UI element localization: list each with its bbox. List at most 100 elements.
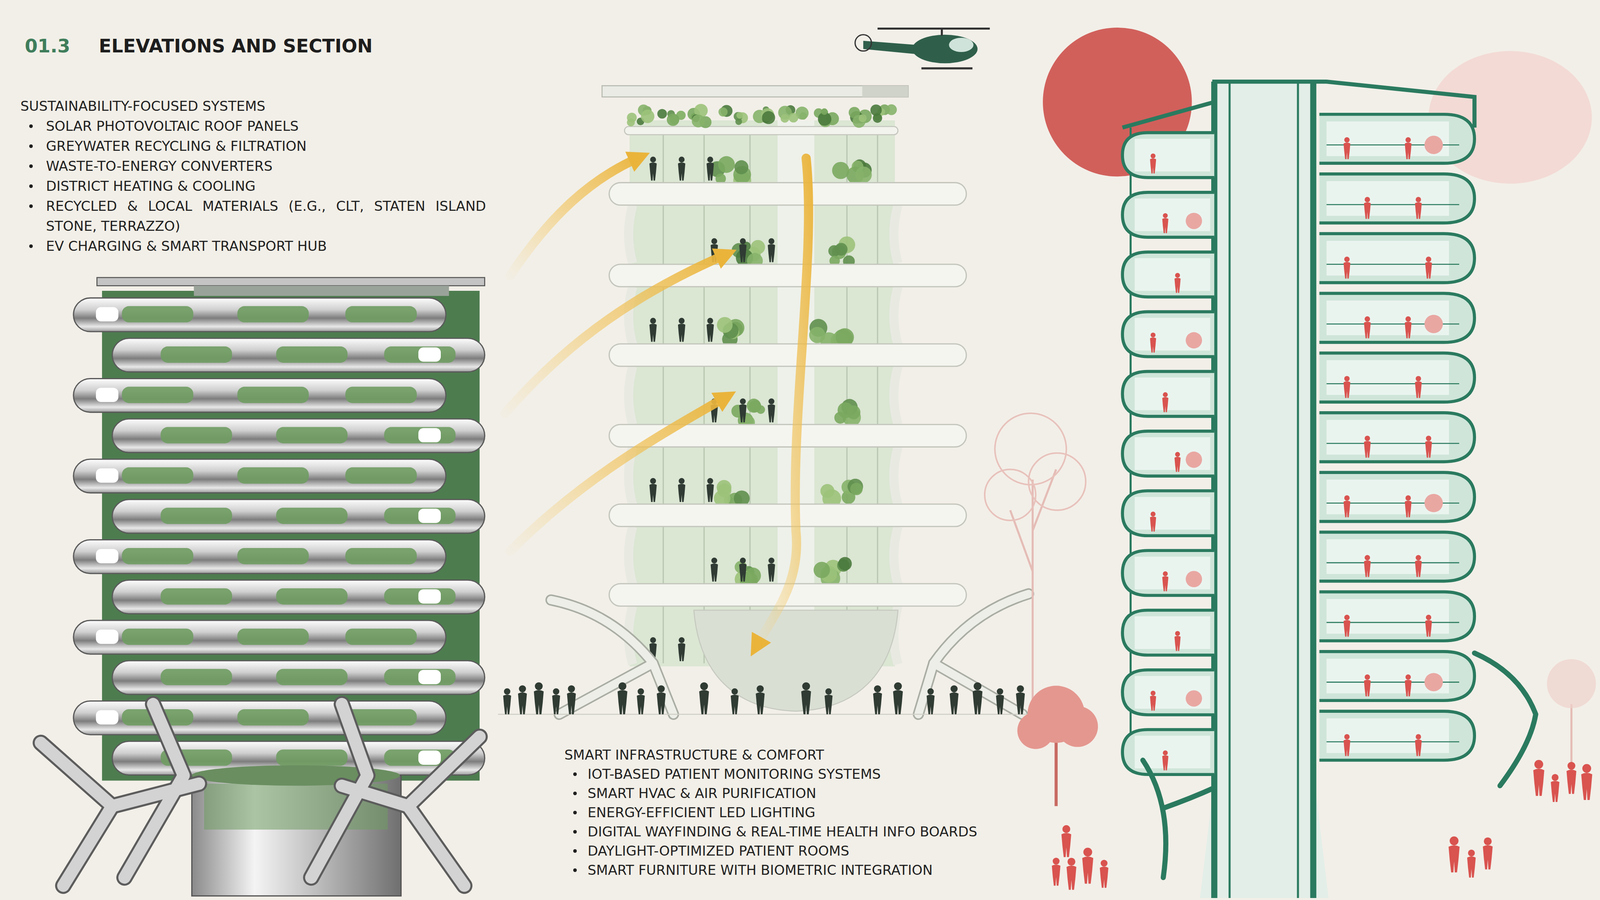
pod-opening	[96, 548, 119, 564]
person-head	[518, 685, 526, 693]
metal-tower-render	[40, 277, 485, 896]
person-body	[552, 694, 560, 715]
person-body	[1404, 321, 1412, 339]
slab-column	[894, 526, 898, 585]
tree-branch	[1031, 479, 1034, 735]
person-body	[1364, 202, 1371, 220]
person-head	[657, 685, 665, 693]
floor-pod	[112, 660, 485, 695]
tree-crown	[1546, 659, 1596, 708]
person-head	[1551, 774, 1559, 781]
person-body	[1414, 202, 1422, 220]
person-body	[534, 690, 544, 714]
foliage	[780, 114, 789, 123]
list-item: SMART HVAC & AIR PURIFICATION	[587, 783, 1028, 803]
foliage	[749, 400, 762, 413]
room	[1134, 377, 1211, 411]
person-body	[1533, 768, 1545, 796]
pink-plant	[1424, 135, 1443, 154]
person-body	[1174, 277, 1181, 293]
person-body	[824, 694, 833, 715]
person-head	[1083, 847, 1092, 857]
foliage	[872, 113, 882, 123]
section-drawing	[498, 28, 1031, 714]
pod-opening	[96, 307, 119, 322]
person-head	[802, 682, 811, 691]
foliage	[858, 114, 867, 122]
person-head	[894, 682, 902, 691]
heli-skid	[921, 67, 973, 70]
person-head	[1405, 674, 1411, 680]
pod-window	[160, 346, 233, 363]
person-body	[1162, 576, 1169, 592]
foliage	[736, 112, 744, 119]
list-item-row: WASTE-TO-ENERGY CONVERTERS	[20, 156, 494, 176]
leg-outline	[112, 783, 200, 806]
person-head	[1364, 316, 1370, 322]
person-head	[1364, 674, 1370, 680]
person-body	[1343, 262, 1351, 279]
person-body	[1150, 695, 1156, 711]
person-body	[926, 694, 935, 715]
person-body	[678, 323, 686, 342]
person-body	[1174, 456, 1181, 472]
person-head	[731, 688, 738, 695]
airflow-arrow	[505, 255, 725, 414]
heli-tail-rotor	[855, 34, 872, 52]
pod-window	[160, 588, 233, 605]
balcony-pod	[1122, 610, 1215, 656]
person-body	[739, 563, 747, 582]
person-head	[1016, 685, 1024, 693]
foliage	[813, 561, 830, 578]
pod-opening	[96, 387, 119, 402]
person-body	[1162, 755, 1169, 771]
person-head	[825, 688, 832, 695]
person-body	[1082, 856, 1094, 884]
person-head	[1150, 332, 1156, 338]
railing	[1326, 562, 1460, 564]
core-pillar	[1228, 81, 1231, 898]
person-body	[1066, 865, 1076, 890]
person-head	[1162, 750, 1168, 756]
tree-crown	[994, 413, 1067, 485]
room	[1134, 198, 1211, 232]
axonometric-view	[984, 27, 1596, 898]
pod-window	[276, 427, 348, 444]
pod-window	[276, 588, 348, 605]
person-head	[1468, 849, 1475, 857]
person-head	[1150, 153, 1156, 159]
pod-opening	[418, 750, 441, 765]
balcony-pod	[1319, 592, 1475, 641]
person-body	[1343, 500, 1351, 518]
foliage	[734, 160, 749, 175]
pod-window	[122, 628, 194, 645]
person-body	[649, 484, 657, 502]
person-body	[1343, 381, 1351, 398]
foliage	[691, 114, 705, 128]
heli-mast	[940, 28, 943, 36]
person-head	[618, 682, 627, 691]
person-body	[730, 694, 739, 715]
tree-crown	[984, 469, 1036, 521]
person-head	[1150, 690, 1156, 696]
person-head	[568, 685, 576, 693]
person-body	[1448, 845, 1460, 873]
person-body	[1467, 856, 1476, 878]
balcony-pod	[1122, 192, 1215, 238]
airflow-arrow	[510, 398, 725, 552]
person-head	[1567, 762, 1576, 770]
pink-plant	[1185, 690, 1202, 707]
slab-column	[894, 286, 898, 345]
bullet-dot	[573, 830, 577, 834]
person-head	[1364, 435, 1370, 441]
balcony-pod	[1122, 132, 1215, 178]
person-body	[710, 563, 718, 582]
pod-window	[122, 467, 194, 484]
foliage	[788, 112, 799, 123]
person-head	[1426, 614, 1432, 620]
person-head	[1534, 760, 1544, 769]
person-head	[678, 637, 685, 644]
room	[1134, 437, 1211, 470]
